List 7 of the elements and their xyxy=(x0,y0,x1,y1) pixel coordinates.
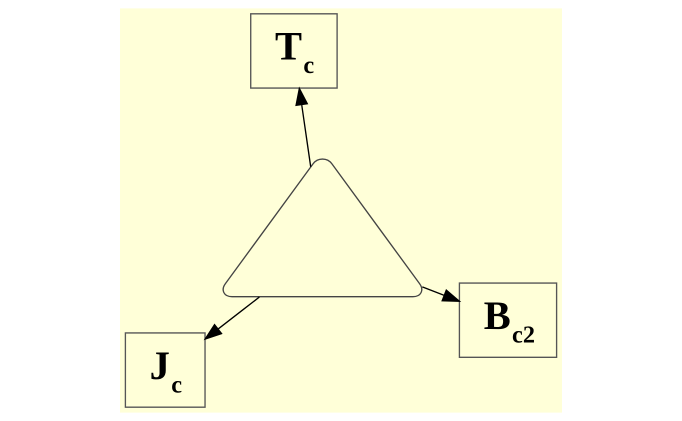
arrow xyxy=(422,286,462,302)
node-box: B$_{c2}$ xyxy=(458,282,558,358)
node-box: T$_{c}$ xyxy=(250,13,338,89)
node-triangle xyxy=(222,158,422,298)
arrow xyxy=(204,296,260,340)
arrow xyxy=(295,86,312,167)
node-box: J$_{c}$ xyxy=(124,332,206,408)
